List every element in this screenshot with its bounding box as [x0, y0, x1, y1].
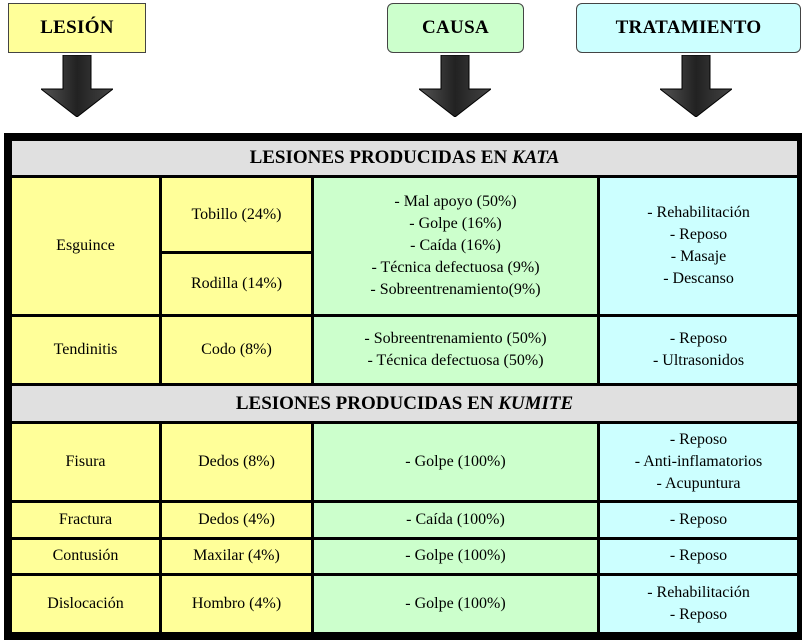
table-row: Fractura Dedos (4%) - Caída (100%) - Rep… [12, 503, 798, 537]
header-tratamiento: TRATAMIENTO [576, 3, 801, 53]
tratamiento-contusion: - Reposo [600, 539, 798, 573]
tratamiento-line: - Rehabilitación [647, 583, 750, 601]
header-lesion: LESIÓN [8, 3, 146, 53]
tratamiento-tendinitis: - Reposo - Ultrasonidos [600, 317, 798, 384]
tratamiento-line: - Anti-inflamatorios [634, 453, 763, 471]
header-causa: CAUSA [387, 3, 524, 53]
causa-contusion: - Golpe (100%) [314, 539, 597, 573]
header-tratamiento-label: TRATAMIENTO [615, 17, 762, 38]
lesion-contusion: Contusión [12, 539, 159, 573]
lesiones-table-frame: LESIONES PRODUCIDAS EN KATA Esguince Tob… [4, 133, 802, 640]
table-row: Fisura Dedos (8%) - Golpe (100%) - Repos… [12, 423, 798, 501]
causa-line: - Técnica defectuosa (9%) [371, 259, 540, 277]
tratamiento-line: - Masaje [670, 248, 727, 266]
zona-maxilar: Maxilar (4%) [162, 539, 311, 573]
zona-dedos: Dedos (8%) [162, 423, 311, 501]
causa-line: - Golpe (16%) [409, 215, 502, 233]
lesiones-table: LESIONES PRODUCIDAS EN KATA Esguince Tob… [9, 138, 801, 635]
causa-fractura: - Caída (100%) [314, 503, 597, 537]
table-row: Dislocación Hombro (4%) - Golpe (100%) -… [12, 575, 798, 632]
table-row: Esguince Tobillo (24%) - Mal apoyo (50%)… [12, 178, 798, 315]
causa-line: - Mal apoyo (50%) [394, 193, 517, 211]
tratamiento-line: - Reposo [669, 226, 728, 244]
zona-codo: Codo (8%) [162, 317, 311, 384]
arrow-down-icon [660, 55, 732, 117]
lesion-fisura: Fisura [12, 423, 159, 501]
tratamiento-line: - Descanso [663, 270, 734, 288]
causa-line: - Sobreentrenamiento (50%) [364, 330, 547, 348]
kata-section-title: LESIONES PRODUCIDAS EN KATA [12, 141, 798, 176]
table-row: Contusión Maxilar (4%) - Golpe (100%) - … [12, 539, 798, 573]
kata-title-emph: KATA [511, 147, 560, 169]
lesion-esguince: Esguince [12, 178, 159, 315]
zona-rodilla: Rodilla (14%) [162, 253, 311, 315]
tratamiento-line: - Reposo [669, 330, 728, 348]
causa-dislocacion: - Golpe (100%) [314, 575, 597, 632]
lesion-fractura: Fractura [12, 503, 159, 537]
zona-dedos: Dedos (4%) [162, 503, 311, 537]
causa-fisura: - Golpe (100%) [314, 423, 597, 501]
zona-tobillo: Tobillo (24%) [162, 178, 311, 251]
header-causa-label: CAUSA [422, 17, 489, 38]
causa-tendinitis: - Sobreentrenamiento (50%) - Técnica def… [314, 317, 597, 384]
tratamiento-esguince: - Rehabilitación - Reposo - Masaje - Des… [600, 178, 798, 315]
causa-line: - Técnica defectuosa (50%) [367, 352, 544, 370]
tratamiento-line: - Reposo [669, 431, 728, 449]
table-row: Rodilla (14%) [12, 253, 797, 315]
causa-line: - Sobreentrenamiento(9%) [370, 281, 541, 299]
tratamiento-line: - Ultrasonidos [652, 352, 745, 370]
lesion-tendinitis: Tendinitis [12, 317, 159, 384]
tratamiento-dislocacion: - Rehabilitación - Reposo [600, 575, 798, 632]
tratamiento-line: - Reposo [669, 605, 728, 623]
arrow-down-icon [419, 55, 491, 117]
causa-line: - Caída (16%) [410, 237, 501, 255]
kumite-section-title: LESIONES PRODUCIDAS EN KUMITE [12, 386, 798, 421]
kata-title-row: LESIONES PRODUCIDAS EN KATA [12, 141, 798, 176]
tratamiento-fisura: - Reposo - Anti-inflamatorios - Acupuntu… [600, 423, 798, 501]
tratamiento-line: - Rehabilitación [647, 204, 750, 222]
arrow-down-icon [41, 55, 113, 117]
causa-esguince: - Mal apoyo (50%) - Golpe (16%) - Caída … [314, 178, 597, 315]
kumite-title-emph: KUMITE [498, 392, 574, 414]
tratamiento-line: - Acupuntura [656, 475, 741, 493]
lesion-dislocacion: Dislocación [12, 575, 159, 632]
tratamiento-fractura: - Reposo [600, 503, 798, 537]
zona-hombro: Hombro (4%) [162, 575, 311, 632]
kumite-title-row: LESIONES PRODUCIDAS EN KUMITE [12, 386, 798, 421]
table-row: Tendinitis Codo (8%) - Sobreentrenamient… [12, 317, 798, 384]
header-lesion-label: LESIÓN [40, 17, 114, 38]
